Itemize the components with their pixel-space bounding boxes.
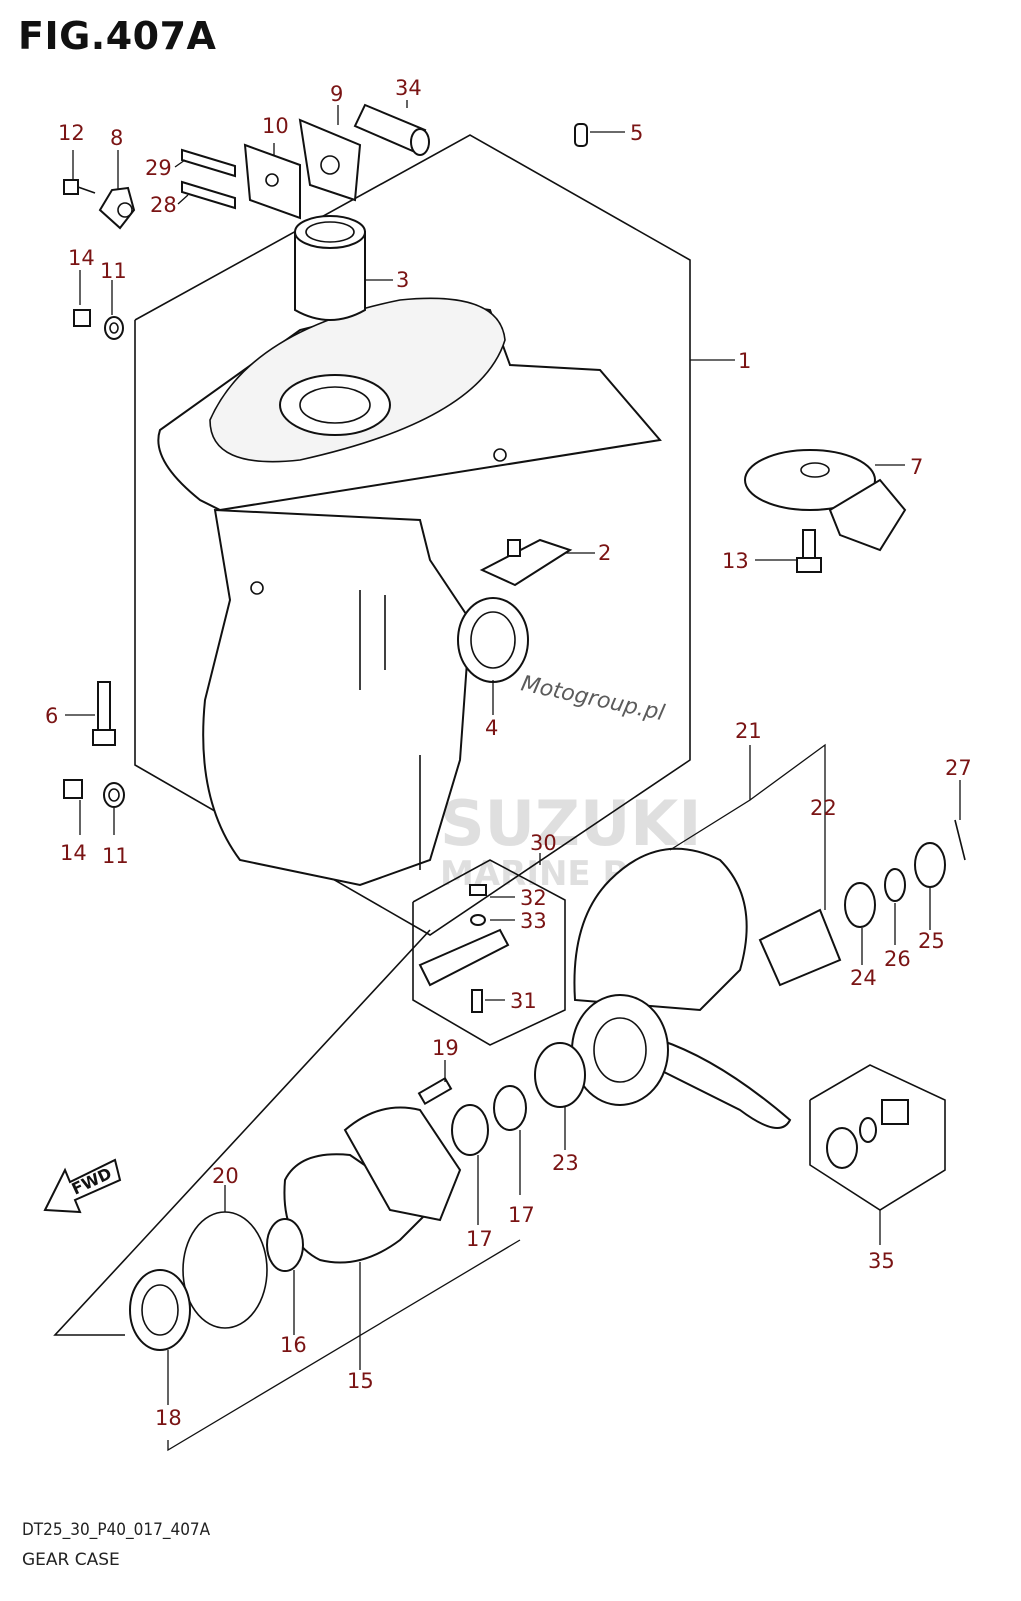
trim-tab-part-7 <box>744 449 907 552</box>
callout-21: 21 <box>735 719 762 743</box>
bushing-part-3 <box>294 215 366 321</box>
leader-lines <box>65 100 961 1405</box>
plate-part-10 <box>243 143 301 220</box>
propeller-nut-set <box>758 819 966 987</box>
kit-box-part-35 <box>809 1064 946 1211</box>
callout-24: 24 <box>850 966 877 990</box>
callout-17b: 17 <box>466 1227 493 1251</box>
callout-labels: 12 8 29 28 10 9 34 5 3 14 11 1 7 13 2 6 … <box>45 76 972 1430</box>
callout-28: 28 <box>150 193 177 217</box>
callout-11b: 11 <box>102 844 129 868</box>
callout-30: 30 <box>530 831 557 855</box>
callout-16: 16 <box>280 1333 307 1357</box>
plug-washer-upper <box>73 309 124 340</box>
pipe-part-34 <box>353 103 430 156</box>
propeller <box>571 847 792 1129</box>
kit-box-part-30 <box>412 859 566 1046</box>
callout-13: 13 <box>722 549 749 573</box>
callout-10: 10 <box>262 114 289 138</box>
callout-14a: 14 <box>68 246 95 270</box>
callout-5: 5 <box>630 121 643 145</box>
figure-name: GEAR CASE <box>22 1550 120 1570</box>
figure-code: DT25_30_P40_017_407A <box>22 1520 211 1540</box>
callout-32: 32 <box>520 886 547 910</box>
callout-3: 3 <box>396 268 409 292</box>
callout-7: 7 <box>910 455 923 479</box>
callout-12: 12 <box>58 121 85 145</box>
assembly-envelope <box>53 929 521 1452</box>
callout-1: 1 <box>738 349 751 373</box>
pin-part-5 <box>574 123 588 147</box>
callout-33: 33 <box>520 909 547 933</box>
callout-2: 2 <box>598 541 611 565</box>
callout-31: 31 <box>510 989 537 1013</box>
callout-4: 4 <box>485 716 498 740</box>
watermark-url: Motogroup.pl <box>519 671 667 726</box>
seal-parts-28-29 <box>181 148 236 210</box>
guide-part-9 <box>298 118 362 202</box>
callout-22: 22 <box>810 796 837 820</box>
anode-part-2 <box>479 538 573 587</box>
plug-washer-lower <box>63 779 125 808</box>
callout-35: 35 <box>868 1249 895 1273</box>
gear-case-housing <box>157 297 662 887</box>
bolt-part-13 <box>796 529 822 573</box>
callout-8: 8 <box>110 126 123 150</box>
bearing-part-4 <box>457 597 529 683</box>
callout-25: 25 <box>918 929 945 953</box>
lower-bearing-assembly <box>129 1042 586 1351</box>
callout-20: 20 <box>212 1164 239 1188</box>
figure-title: FIG.407A <box>18 14 217 58</box>
callout-11a: 11 <box>100 259 127 283</box>
callout-17a: 17 <box>508 1203 535 1227</box>
gear-case-box <box>134 134 735 936</box>
grommet-part-8 <box>98 186 136 230</box>
callout-14b: 14 <box>60 841 87 865</box>
callout-27: 27 <box>945 756 972 780</box>
callout-19: 19 <box>432 1036 459 1060</box>
callout-26: 26 <box>884 947 911 971</box>
bolt-part-12 <box>63 179 96 195</box>
bolt-part-6 <box>92 681 116 746</box>
watermark-brand: SUZUKI <box>440 787 701 860</box>
callout-15: 15 <box>347 1369 374 1393</box>
callout-18: 18 <box>155 1406 182 1430</box>
callout-29: 29 <box>145 156 172 180</box>
callout-9: 9 <box>330 82 343 106</box>
callout-6: 6 <box>45 704 58 728</box>
callout-34: 34 <box>395 76 422 100</box>
fwd-arrow-icon: FWD <box>43 1158 122 1214</box>
callout-23: 23 <box>552 1151 579 1175</box>
